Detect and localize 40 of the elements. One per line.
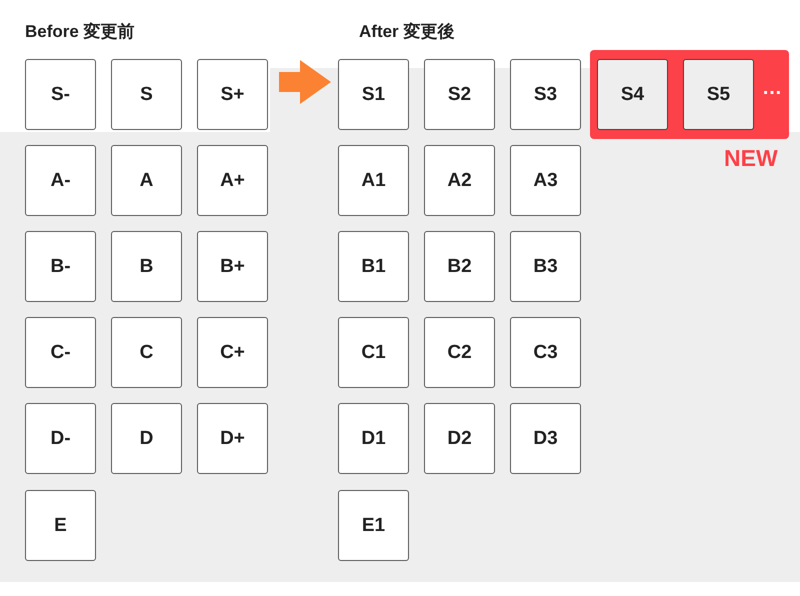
grade-tile: C xyxy=(111,317,182,388)
grade-tile: S2 xyxy=(424,59,495,130)
grade-tile: D- xyxy=(25,403,96,474)
grade-tile: E1 xyxy=(338,490,409,561)
more-ellipsis: … xyxy=(762,78,782,98)
grade-tile: C- xyxy=(25,317,96,388)
arrow xyxy=(279,60,331,104)
grade-tile: D+ xyxy=(197,403,268,474)
grade-tile: S1 xyxy=(338,59,409,130)
grade-tile: S+ xyxy=(197,59,268,130)
status-label: NEW xyxy=(724,145,778,171)
grade-tile: C2 xyxy=(424,317,495,388)
grade-tile: D xyxy=(111,403,182,474)
grade-tile: S3 xyxy=(510,59,581,130)
grade-tile: A+ xyxy=(197,145,268,216)
grade-tile: D3 xyxy=(510,403,581,474)
section-heading: After 変更後 xyxy=(359,21,454,43)
grade-tile: S xyxy=(111,59,182,130)
grade-tile: A1 xyxy=(338,145,409,216)
highlight-panel xyxy=(590,50,789,139)
grade-tile: C1 xyxy=(338,317,409,388)
grade-tile: B3 xyxy=(510,231,581,302)
grade-tile: B- xyxy=(25,231,96,302)
grade-tile: A3 xyxy=(510,145,581,216)
grade-tile: A2 xyxy=(424,145,495,216)
grade-tile: A xyxy=(111,145,182,216)
grade-tile: B+ xyxy=(197,231,268,302)
grade-tile: C3 xyxy=(510,317,581,388)
grade-tile: S5 xyxy=(683,59,754,130)
grade-tile: S4 xyxy=(597,59,668,130)
grade-tile: S- xyxy=(25,59,96,130)
grade-tile: A- xyxy=(25,145,96,216)
grade-tile: B1 xyxy=(338,231,409,302)
grade-tile: D2 xyxy=(424,403,495,474)
grade-tile: C+ xyxy=(197,317,268,388)
grade-tile: B2 xyxy=(424,231,495,302)
section-heading: Before 変更前 xyxy=(25,21,135,43)
grade-tile: D1 xyxy=(338,403,409,474)
grade-tile: B xyxy=(111,231,182,302)
grade-tile: E xyxy=(25,490,96,561)
